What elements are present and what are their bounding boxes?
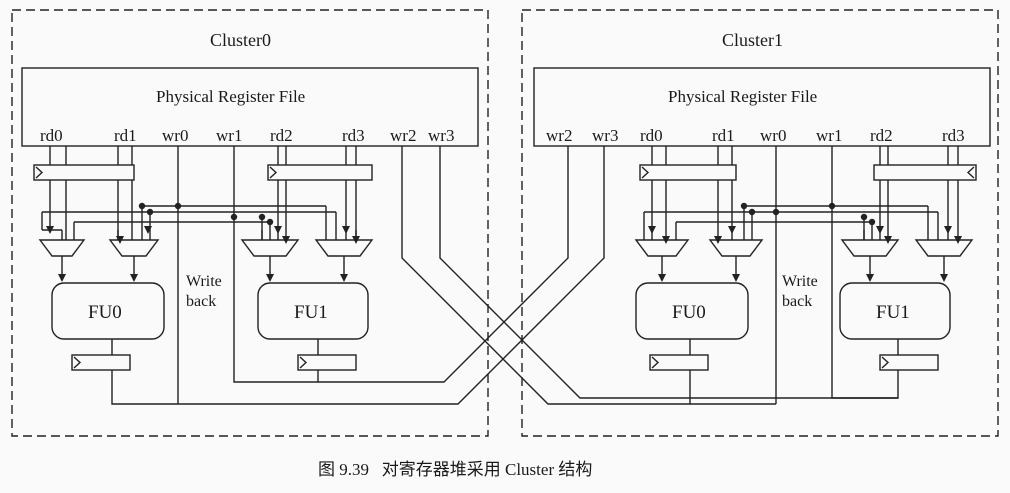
cluster1-mux-2 bbox=[840, 239, 900, 257]
cluster1-port-rd0: rd0 bbox=[640, 126, 663, 145]
cluster0-writeback-label-1: Write bbox=[186, 273, 222, 290]
cluster0-title: Cluster0 bbox=[210, 30, 271, 50]
cluster1-mux-0 bbox=[634, 239, 690, 257]
cluster0-latch-a bbox=[33, 164, 135, 181]
cluster1-writeback-label-1: Write bbox=[782, 273, 818, 290]
cluster0-port-wr2: wr2 bbox=[390, 126, 416, 145]
cluster0-port-rd0: rd0 bbox=[40, 126, 63, 145]
cluster1-port-wr0: wr0 bbox=[760, 126, 786, 145]
cluster1-latch-a bbox=[639, 164, 737, 181]
cluster1-port-rd3: rd3 bbox=[942, 126, 965, 145]
cluster0-port-rd1: rd1 bbox=[114, 126, 137, 145]
cluster1-wire-rd3 bbox=[927, 146, 959, 240]
junction-dots bbox=[138, 202, 876, 226]
cluster0-fu0-label: FU0 bbox=[88, 302, 122, 323]
cluster0-bypass-bus bbox=[42, 205, 336, 231]
cluster1-title: Cluster1 bbox=[722, 30, 783, 50]
cluster0-mux-legs bbox=[61, 230, 357, 240]
cluster1-wire-rd1 bbox=[717, 146, 753, 240]
cluster1-bypass-bus bbox=[644, 205, 938, 223]
cluster1-wire-rd0 bbox=[643, 146, 677, 240]
cluster0-writeback-wr1 bbox=[233, 146, 319, 383]
cluster1-mux-legs bbox=[643, 230, 949, 240]
cluster1-port-wr3: wr3 bbox=[592, 126, 618, 145]
cluster0-mux-3 bbox=[314, 239, 374, 257]
cluster1-port-wr2: wr2 bbox=[546, 126, 572, 145]
cluster0-fu0-latch bbox=[71, 354, 131, 371]
cluster0-mux-2 bbox=[240, 239, 300, 257]
cluster0-register-file bbox=[21, 67, 479, 147]
cluster0-fu1-latch bbox=[297, 354, 357, 371]
cluster1-boundary bbox=[521, 9, 999, 437]
cluster0-wire-wr2 bbox=[401, 146, 691, 405]
cluster1-latch-b bbox=[873, 164, 977, 181]
cluster1-writeback-wr1 bbox=[831, 146, 898, 399]
cluster0-wire-rd2 bbox=[261, 146, 287, 240]
cluster1-mux-to-fu bbox=[661, 256, 945, 276]
cluster0-writeback-wr0 bbox=[111, 146, 179, 405]
cluster1-wire-rd2 bbox=[863, 146, 889, 240]
cluster0-register-file-label: Physical Register File bbox=[156, 87, 305, 106]
cluster1-fu1-box bbox=[839, 282, 951, 340]
cluster0-mux-to-fu bbox=[61, 256, 345, 276]
cluster0-wire-wr3 bbox=[439, 146, 899, 399]
figure-caption: 图 9.39 对寄存器堆采用 Cluster 结构 bbox=[318, 460, 592, 479]
cluster1-port-wr1: wr1 bbox=[816, 126, 842, 145]
cluster0-fu0-box bbox=[51, 282, 165, 340]
cluster0-port-rd3: rd3 bbox=[342, 126, 365, 145]
cluster0-boundary bbox=[11, 9, 489, 437]
cluster0-latch-b bbox=[267, 164, 373, 181]
cluster1-wire-wr3 bbox=[178, 146, 605, 405]
cluster0-port-rd2: rd2 bbox=[270, 126, 293, 145]
cluster1-fu1-latch bbox=[879, 354, 939, 371]
cluster0-wire-rd1 bbox=[117, 146, 151, 240]
cluster1-fu0-box bbox=[635, 282, 749, 340]
cluster1-writeback-wr0 bbox=[690, 146, 777, 405]
cluster0-fu1-label: FU1 bbox=[294, 302, 328, 323]
cluster1-writeback-label-2: back bbox=[782, 293, 812, 310]
cluster0-writeback-label-2: back bbox=[186, 293, 216, 310]
cluster1-wire-wr2 bbox=[318, 146, 569, 383]
cluster0-mux-1 bbox=[108, 239, 160, 257]
cluster1-fu1-label: FU1 bbox=[876, 302, 910, 323]
cluster1-fu0-label: FU0 bbox=[672, 302, 706, 323]
cluster0-wire-rd3 bbox=[325, 146, 357, 240]
cluster1-port-rd2: rd2 bbox=[870, 126, 893, 145]
cluster0-wire-rd0 bbox=[41, 146, 75, 240]
cluster0-mux-0 bbox=[38, 239, 86, 257]
cluster0-port-wr1: wr1 bbox=[216, 126, 242, 145]
cluster1-fu0-latch bbox=[649, 354, 709, 371]
cluster1-port-rd1: rd1 bbox=[712, 126, 735, 145]
cluster0-fu1-box bbox=[257, 282, 369, 340]
cluster1-register-file-label: Physical Register File bbox=[668, 87, 817, 106]
cluster1-mux-3 bbox=[914, 239, 974, 257]
cluster0-port-wr3: wr3 bbox=[428, 126, 454, 145]
cluster0-port-wr0: wr0 bbox=[162, 126, 188, 145]
cluster1-register-file bbox=[533, 67, 991, 147]
